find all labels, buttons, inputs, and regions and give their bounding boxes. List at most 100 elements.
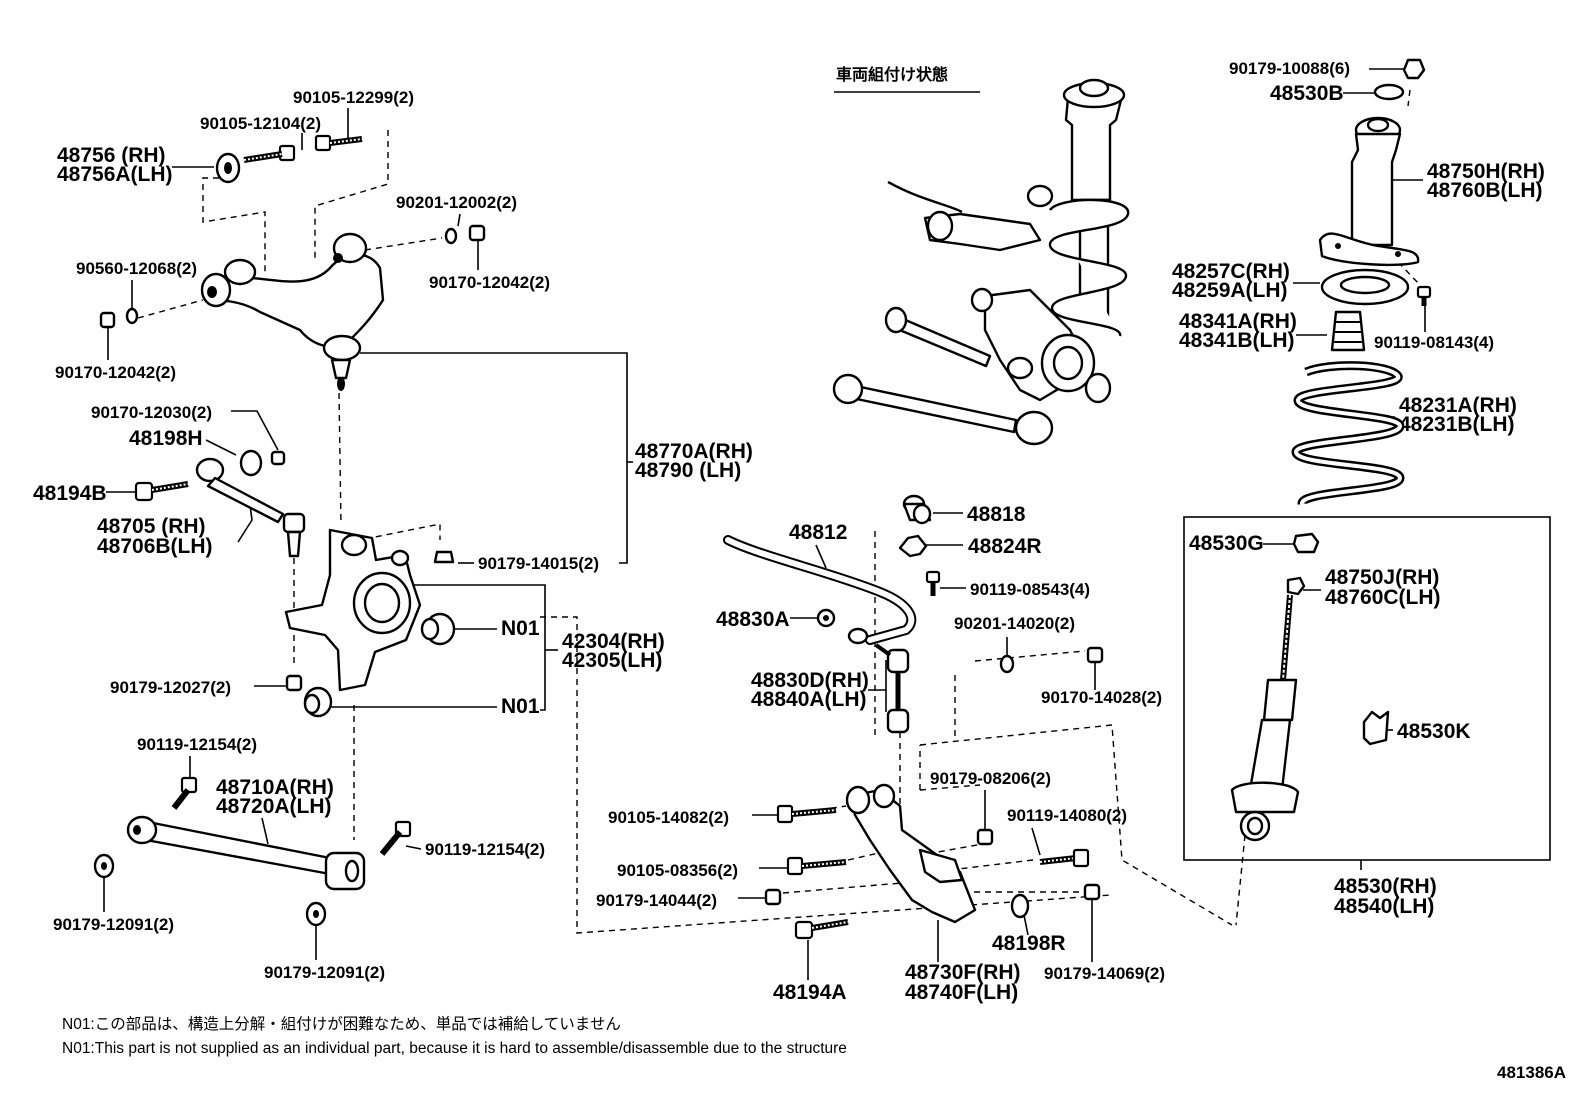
coil-spring-48231A-icon (1291, 361, 1405, 506)
nut-90170-14028-icon (1086, 646, 1104, 664)
nut-90179-14044-icon (764, 888, 782, 906)
label-N01-lower[interactable]: N01 (501, 695, 540, 718)
label-48760B[interactable]: 48760B(LH) (1427, 179, 1543, 202)
label-90201-12002[interactable]: 90201-12002(2) (396, 193, 517, 212)
bump-stop-48341A-icon (1330, 310, 1366, 352)
label-90105-12104[interactable]: 90105-12104(2) (200, 114, 321, 133)
label-90119-12154-upper[interactable]: 90119-12154(2) (137, 735, 257, 754)
label-90170-14028[interactable]: 90170-14028(2) (1041, 688, 1162, 707)
label-48341B[interactable]: 48341B(LH) (1179, 329, 1295, 352)
label-48706B[interactable]: 48706B(LH) (97, 535, 213, 558)
label-48824R[interactable]: 48824R (968, 535, 1042, 558)
nut-90179-12027-icon (285, 674, 303, 692)
label-90119-08543[interactable]: 90119-08543(4) (970, 580, 1090, 599)
label-48231A[interactable]: 48231A(RH) (1399, 394, 1517, 417)
assembled-suspension-view (832, 78, 1130, 446)
label-48790[interactable]: 48790 (LH) (635, 459, 741, 482)
label-48194B[interactable]: 48194B (33, 482, 107, 505)
note-english: N01:This part is not supplied as an indi… (62, 1040, 847, 1057)
label-90119-12154-lower[interactable]: 90119-12154(2) (425, 840, 545, 859)
label-48194A[interactable]: 48194A (773, 981, 847, 1004)
label-90105-12299[interactable]: 90105-12299(2) (293, 88, 414, 107)
label-48830A[interactable]: 48830A (716, 608, 790, 631)
label-90560-12068[interactable]: 90560-12068(2) (76, 259, 197, 278)
upper-arm-48770A-icon (200, 232, 385, 391)
label-48756[interactable]: 48756 (RH) (57, 144, 166, 167)
label-48750J[interactable]: 48750J(RH) (1325, 566, 1439, 589)
label-48710A[interactable]: 48710A(RH) (216, 776, 334, 799)
label-90179-12027[interactable]: 90179-12027(2) (110, 678, 231, 697)
label-48257C[interactable]: 48257C(RH) (1172, 260, 1290, 283)
label-42304[interactable]: 42304(RH) (562, 630, 665, 653)
label-48705[interactable]: 48705 (RH) (97, 515, 206, 538)
washer-48530B-icon (1373, 83, 1405, 101)
shock-absorber-48530-box (1183, 516, 1551, 861)
label-90179-14015[interactable]: 90179-14015(2) (478, 554, 599, 573)
bushing-48756-icon (215, 152, 241, 184)
label-48231B[interactable]: 48231B(LH) (1399, 413, 1515, 436)
label-48770A[interactable]: 48770A(RH) (635, 440, 753, 463)
label-90105-14082[interactable]: 90105-14082(2) (608, 808, 729, 827)
bolt-90119-12154-upper-icon (171, 776, 198, 810)
label-90119-14080[interactable]: 90119-14080(2) (1007, 806, 1127, 825)
label-48540[interactable]: 48540(LH) (1334, 895, 1434, 918)
label-48812[interactable]: 48812 (789, 521, 847, 544)
label-90119-08143[interactable]: 90119-08143(4) (1374, 333, 1494, 352)
label-48740F[interactable]: 48740F(LH) (905, 981, 1018, 1004)
label-48341A[interactable]: 48341A(RH) (1179, 310, 1297, 333)
assembled-state-heading: 車両組付け状態 (836, 65, 948, 84)
label-N01-upper[interactable]: N01 (501, 617, 540, 640)
bushing-48198R-icon (1010, 893, 1030, 919)
figure-id: 481386A (1497, 1063, 1566, 1082)
stabilizer-bushing-48818-icon (902, 494, 932, 525)
label-90179-10088[interactable]: 90179-10088(6) (1229, 59, 1350, 78)
bolt-90105-14082-icon (776, 804, 837, 824)
bolt-90119-14080-icon (1039, 848, 1090, 868)
label-90179-12091-bottom[interactable]: 90179-12091(2) (264, 963, 385, 982)
bolt-48194A-icon (794, 919, 849, 940)
label-48756A[interactable]: 48756A(LH) (57, 163, 173, 186)
label-90179-12091-left[interactable]: 90179-12091(2) (53, 915, 174, 934)
steering-knuckle-42304-icon (284, 528, 422, 692)
nut-90170-12030-icon (270, 450, 286, 466)
shock-absorber-48530-icon (1230, 594, 1300, 842)
label-90170-12042-right[interactable]: 90170-12042(2) (429, 273, 550, 292)
bump-stop-48530K-icon (1362, 710, 1390, 746)
label-48530B[interactable]: 48530B (1270, 82, 1344, 105)
leader-lines (103, 68, 1426, 980)
note-japanese: N01:この部品は、構造上分解・組付けが困難なため、単品では補給していません (62, 1015, 621, 1033)
label-48730F[interactable]: 48730F(RH) (905, 961, 1021, 984)
nut-48750J-icon (1286, 576, 1306, 596)
toe-link-group (134, 449, 306, 558)
label-48198H[interactable]: 48198H (129, 427, 203, 450)
label-90179-14044[interactable]: 90179-14044(2) (596, 891, 717, 910)
label-48198R[interactable]: 48198R (992, 932, 1066, 955)
label-48830D[interactable]: 48830D(RH) (751, 669, 869, 692)
label-90170-12042-left[interactable]: 90170-12042(2) (55, 363, 176, 382)
bolt-48194B-icon (134, 481, 189, 502)
label-90105-08356[interactable]: 90105-08356(2) (617, 861, 738, 880)
label-90170-12030[interactable]: 90170-12030(2) (91, 403, 212, 422)
bolt-90119-08143-icon (1416, 285, 1432, 306)
label-48259A[interactable]: 48259A(LH) (1172, 279, 1288, 302)
toe-link-48705-icon (195, 457, 306, 558)
label-48720A[interactable]: 48720A(LH) (216, 795, 332, 818)
label-48750H[interactable]: 48750H(RH) (1427, 160, 1545, 183)
label-48530[interactable]: 48530(RH) (1334, 875, 1437, 898)
label-90179-08206[interactable]: 90179-08206(2) (930, 769, 1051, 788)
label-48530G[interactable]: 48530G (1189, 532, 1264, 555)
lower-arm-48730F-icon (845, 783, 977, 924)
label-48818[interactable]: 48818 (967, 503, 1026, 526)
label-90201-14020[interactable]: 90201-14020(2) (954, 614, 1075, 633)
bolt-90105-12299-icon (314, 134, 363, 152)
spring-seat-48257C-icon (1320, 268, 1410, 306)
cap-48530G-icon (1292, 532, 1320, 554)
label-48530K[interactable]: 48530K (1397, 720, 1471, 743)
label-48840A[interactable]: 48840A(LH) (751, 688, 867, 711)
label-48760C[interactable]: 48760C(LH) (1325, 586, 1441, 609)
label-90179-14069[interactable]: 90179-14069(2) (1044, 964, 1165, 983)
nut-90179-12091-bottom-icon (305, 901, 327, 927)
label-42305[interactable]: 42305(LH) (562, 649, 662, 672)
knuckle-bushing-N01-lower-icon (303, 686, 333, 718)
